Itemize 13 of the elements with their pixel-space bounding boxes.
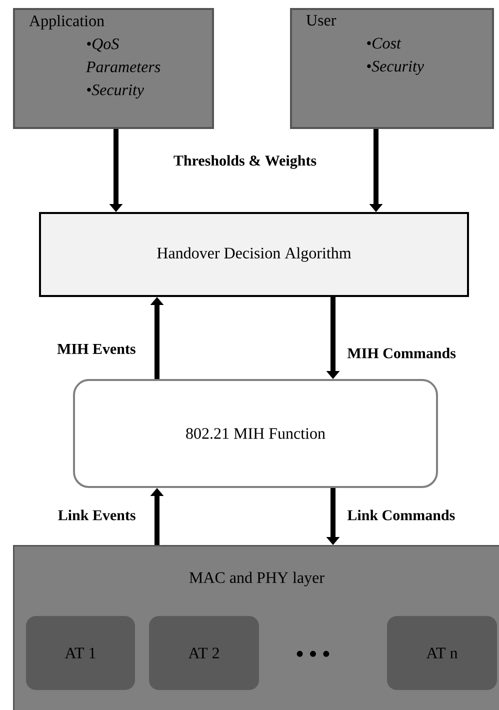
- input-box: User •Cost •Security: [290, 8, 494, 129]
- edge-label: MIH Commands: [347, 348, 456, 358]
- ellipsis: • • •: [296, 650, 330, 657]
- access-technology-box: AT n: [387, 616, 497, 690]
- access-technology-box: AT 1: [26, 616, 135, 690]
- function-box: 802.21 MIH Function: [73, 379, 438, 488]
- flow-label: Thresholds & Weights: [174, 155, 316, 169]
- algorithm-box: Handover Decision Algorithm: [39, 212, 469, 297]
- edge-label: Link Commands: [347, 510, 455, 520]
- edge-label: Link Events: [58, 510, 136, 520]
- input-box: Application •QoS Parameters •Security: [13, 8, 214, 129]
- edge-label: MIH Events: [57, 344, 136, 354]
- access-technology-box: AT 2: [149, 616, 259, 690]
